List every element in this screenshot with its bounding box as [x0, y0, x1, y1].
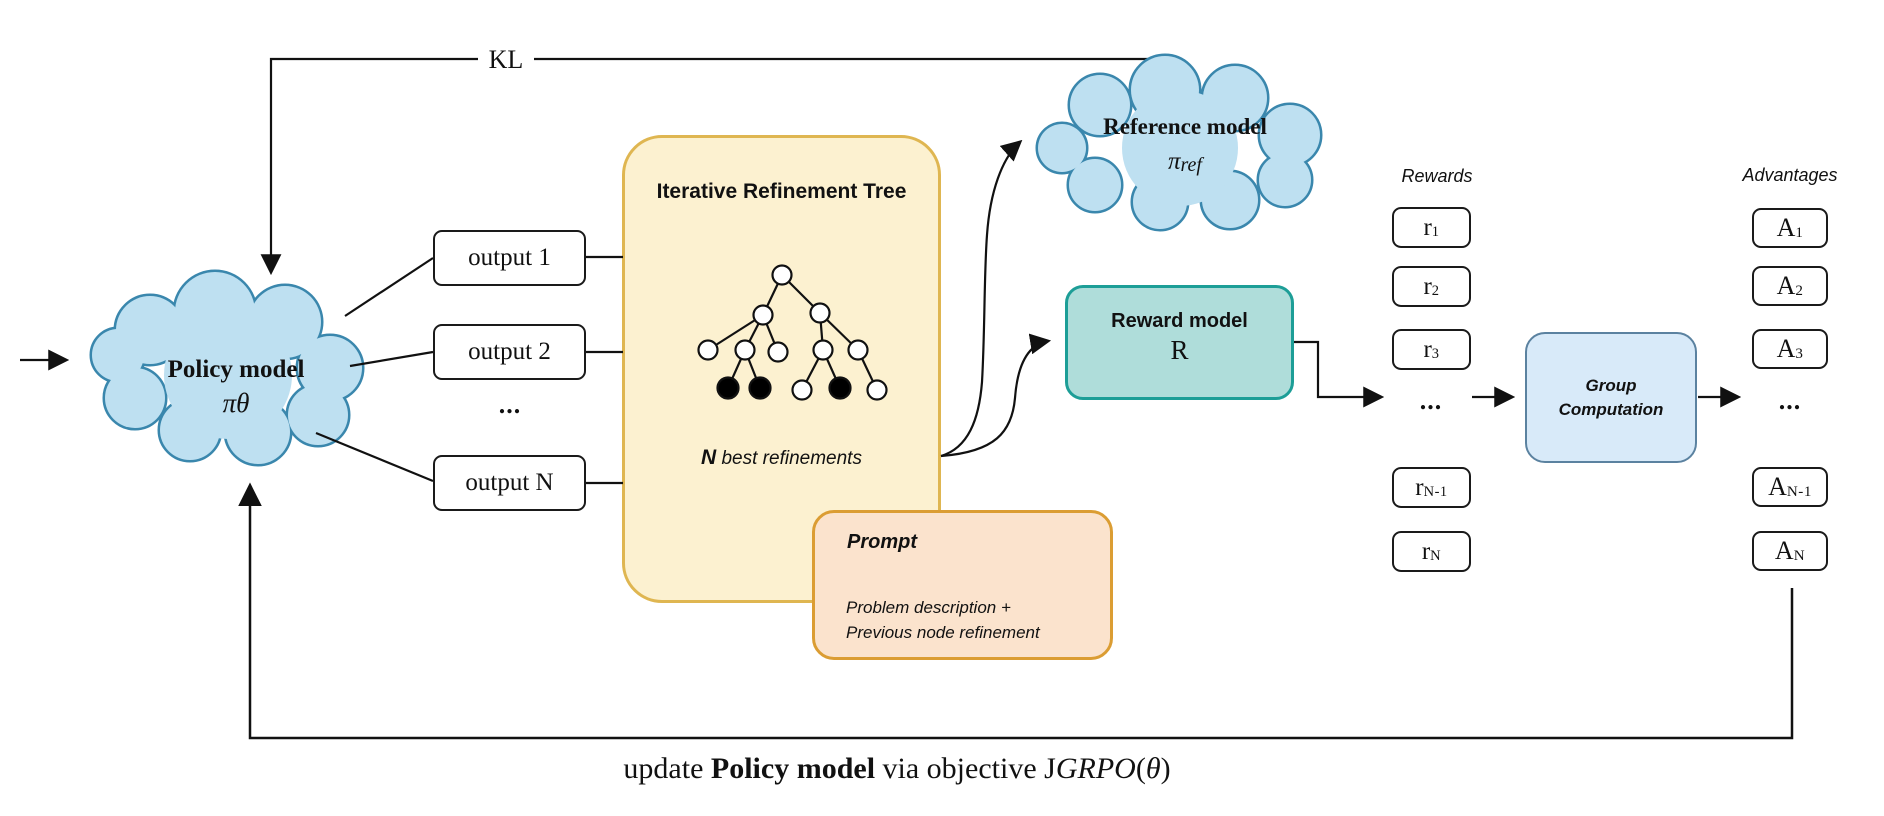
prompt-line-1: Problem description + [846, 598, 1011, 617]
advantage-a3-box: A3 [1752, 329, 1828, 369]
tree-box-caption: N best refinements [622, 446, 941, 470]
reward-r2: r2 [1423, 272, 1440, 300]
caption-middle: via objective [875, 752, 1045, 785]
policy-model-cloud [89, 269, 365, 467]
reward-r1-box: r1 [1392, 207, 1471, 248]
reward-model-box: Reward model R [1065, 285, 1294, 400]
prompt-line-2: Previous node refinement [846, 623, 1040, 642]
reward-rn: rN [1421, 537, 1442, 565]
advantage-a3: A3 [1776, 334, 1804, 363]
output-2-label: output 2 [468, 338, 551, 365]
output-n-label: output N [465, 469, 554, 496]
policy-to-output-lines [315, 257, 434, 483]
group-computation-line-1: Group [1585, 375, 1637, 395]
reward-rn1: rN-1 [1415, 473, 1448, 501]
advantage-an-box: AN [1752, 531, 1828, 571]
reference-symbol-base: π [1167, 148, 1181, 175]
reward-to-rewards-connector [1294, 340, 1385, 408]
advantage-an1-box: AN-1 [1752, 467, 1828, 507]
reference-model-title: Reference model [1103, 114, 1267, 139]
advantage-an: AN [1774, 536, 1806, 565]
caption-prefix: update [623, 752, 711, 785]
output-to-tree-lines [586, 255, 623, 485]
caption-theta: θ [1145, 752, 1161, 785]
prompt-body: Problem description + Previous node refi… [846, 595, 1106, 645]
reward-r3-box: r3 [1392, 329, 1471, 370]
kl-label: KL [478, 45, 534, 75]
reward-r2-box: r2 [1392, 266, 1471, 307]
reward-rn-box: rN [1392, 531, 1471, 572]
group-computation-line-2: Computation [1558, 399, 1664, 419]
advantage-a1-box: A1 [1752, 208, 1828, 248]
reward-rn1-box: rN-1 [1392, 467, 1471, 508]
advantages-ellipsis: ... [1778, 386, 1802, 415]
output-1-box: output 1 [433, 230, 586, 286]
advantage-a1: A1 [1776, 213, 1804, 242]
kl-connector [260, 57, 1155, 276]
advantage-a2: A2 [1776, 271, 1804, 300]
advantage-a2-box: A2 [1752, 266, 1828, 306]
caption-j: J [1044, 752, 1056, 785]
reward-r3: r3 [1423, 335, 1440, 363]
update-loop-connector [238, 482, 1794, 740]
caption-grpo: GRPO [1055, 752, 1136, 785]
reference-symbol-sub: ref [1180, 154, 1202, 176]
update-caption: update Policy model via objective JGRPO(… [447, 752, 1347, 786]
tree-to-reference-curve [940, 139, 1023, 458]
advantages-label: Advantages [1742, 165, 1838, 185]
prompt-box: Prompt Problem description + Previous no… [812, 510, 1113, 660]
tree-box-title: Iterative Refinement Tree [656, 180, 907, 203]
rewards-label: Rewards [1401, 166, 1473, 186]
reward-model-title: Reward model [1111, 310, 1248, 332]
caption-close: ) [1160, 752, 1171, 785]
outputs-ellipsis: ... [498, 390, 522, 419]
tree-to-reward-curve [940, 333, 1052, 458]
tree-caption-n: N [701, 446, 717, 469]
reference-model-symbol: πref [1040, 148, 1330, 176]
caption-policy-bold: Policy model [710, 752, 876, 785]
policy-model-symbol: πθ [222, 388, 250, 418]
refinement-tree [697, 264, 888, 401]
rewards-ellipsis: ... [1419, 386, 1443, 415]
reference-model-cloud [1035, 53, 1323, 232]
reward-r1: r1 [1423, 213, 1440, 241]
output-n-box: output N [433, 455, 586, 511]
advantage-an1: AN-1 [1768, 472, 1812, 501]
tree-caption-rest: best refinements [716, 448, 862, 469]
policy-model-title: Policy model [167, 356, 305, 383]
caption-open: ( [1135, 752, 1146, 785]
prompt-title: Prompt [847, 531, 917, 553]
reward-model-symbol: R [1170, 335, 1189, 365]
output-1-label: output 1 [468, 244, 551, 271]
output-2-box: output 2 [433, 324, 586, 380]
group-computation-box: Group Computation [1525, 332, 1697, 463]
